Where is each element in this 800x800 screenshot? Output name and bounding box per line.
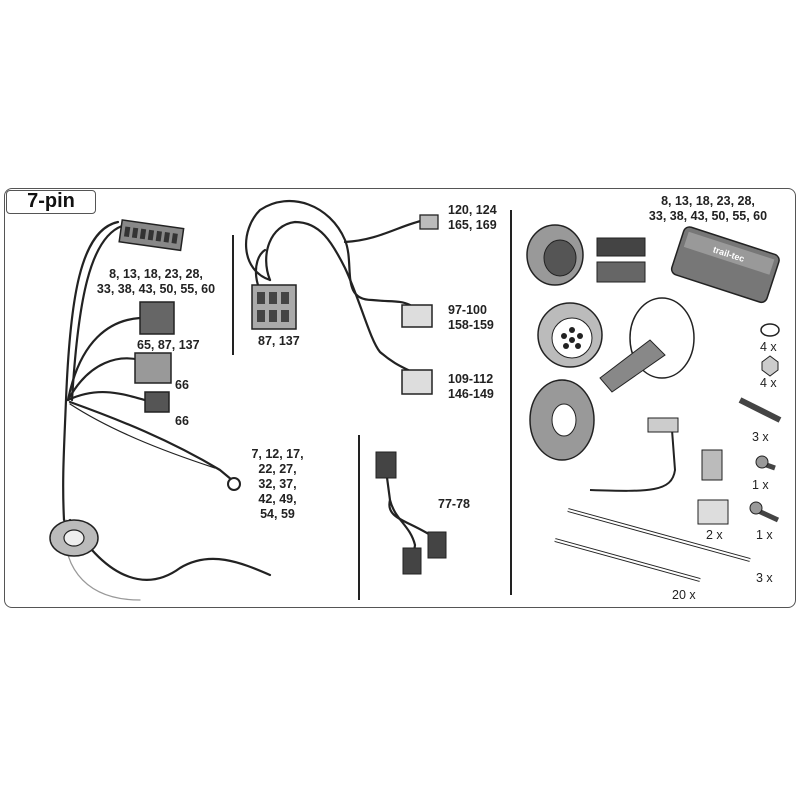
qty-nut: 4 x bbox=[760, 376, 777, 390]
label-top-plug-line-1: 120, 124 bbox=[448, 203, 497, 217]
qty-washer: 4 x bbox=[760, 340, 777, 354]
label-adapter: 77-78 bbox=[438, 497, 470, 511]
qty-bolt: 3 x bbox=[752, 430, 769, 444]
label-main-connector-line-2: 33, 38, 43, 50, 55, 60 bbox=[96, 282, 216, 296]
label-ground-line-5: 54, 59 bbox=[260, 507, 295, 521]
label-ground-line-4: 42, 49, bbox=[258, 492, 297, 506]
qty-cable-tie-long: 20 x bbox=[672, 588, 696, 602]
label-ground-line-3: 32, 37, bbox=[258, 477, 297, 491]
label-conn-66a: 66 bbox=[175, 378, 189, 392]
label-conn-65: 65, 87, 137 bbox=[137, 338, 200, 352]
divider-right bbox=[510, 210, 512, 595]
main-connector-graphic bbox=[118, 219, 185, 252]
divider-center bbox=[358, 435, 360, 600]
label-top-plug-line-2: 165, 169 bbox=[448, 218, 497, 232]
label-plug-109: 109-112 146-149 bbox=[448, 372, 494, 402]
qty-screw-self: 1 x bbox=[756, 528, 773, 542]
label-plug-97: 97-100 158-159 bbox=[448, 303, 494, 333]
label-main-connector: 8, 13, 18, 23, 28, 33, 38, 43, 50, 55, 6… bbox=[76, 267, 236, 297]
label-module-line-2: 33, 38, 43, 50, 55, 60 bbox=[648, 209, 768, 223]
diagram-title: 7-pin bbox=[6, 190, 96, 214]
label-main-connector-line-1: 8, 13, 18, 23, 28, bbox=[109, 267, 203, 281]
qty-screw-small: 1 x bbox=[752, 478, 769, 492]
label-plug-97-line-2: 158-159 bbox=[448, 318, 494, 332]
label-center-connector: 87, 137 bbox=[258, 334, 300, 348]
label-plug-97-line-1: 97-100 bbox=[448, 303, 487, 317]
label-conn-66b: 66 bbox=[175, 414, 189, 428]
divider-left bbox=[232, 235, 234, 355]
label-ground-line-2: 22, 27, bbox=[258, 462, 297, 476]
label-module: 8, 13, 18, 23, 28, 33, 38, 43, 50, 55, 6… bbox=[628, 194, 788, 224]
label-module-line-1: 8, 13, 18, 23, 28, bbox=[661, 194, 755, 208]
label-top-plug: 120, 124 165, 169 bbox=[448, 203, 497, 233]
label-ground-line-1: 7, 12, 17, bbox=[251, 447, 304, 461]
qty-clip: 2 x bbox=[706, 528, 723, 542]
label-ground: 7, 12, 17, 22, 27, 32, 37, 42, 49, 54, 5… bbox=[240, 447, 315, 522]
label-plug-109-line-1: 109-112 bbox=[448, 372, 494, 386]
label-plug-109-line-2: 146-149 bbox=[448, 387, 494, 401]
qty-cable-tie-short: 3 x bbox=[756, 571, 773, 585]
